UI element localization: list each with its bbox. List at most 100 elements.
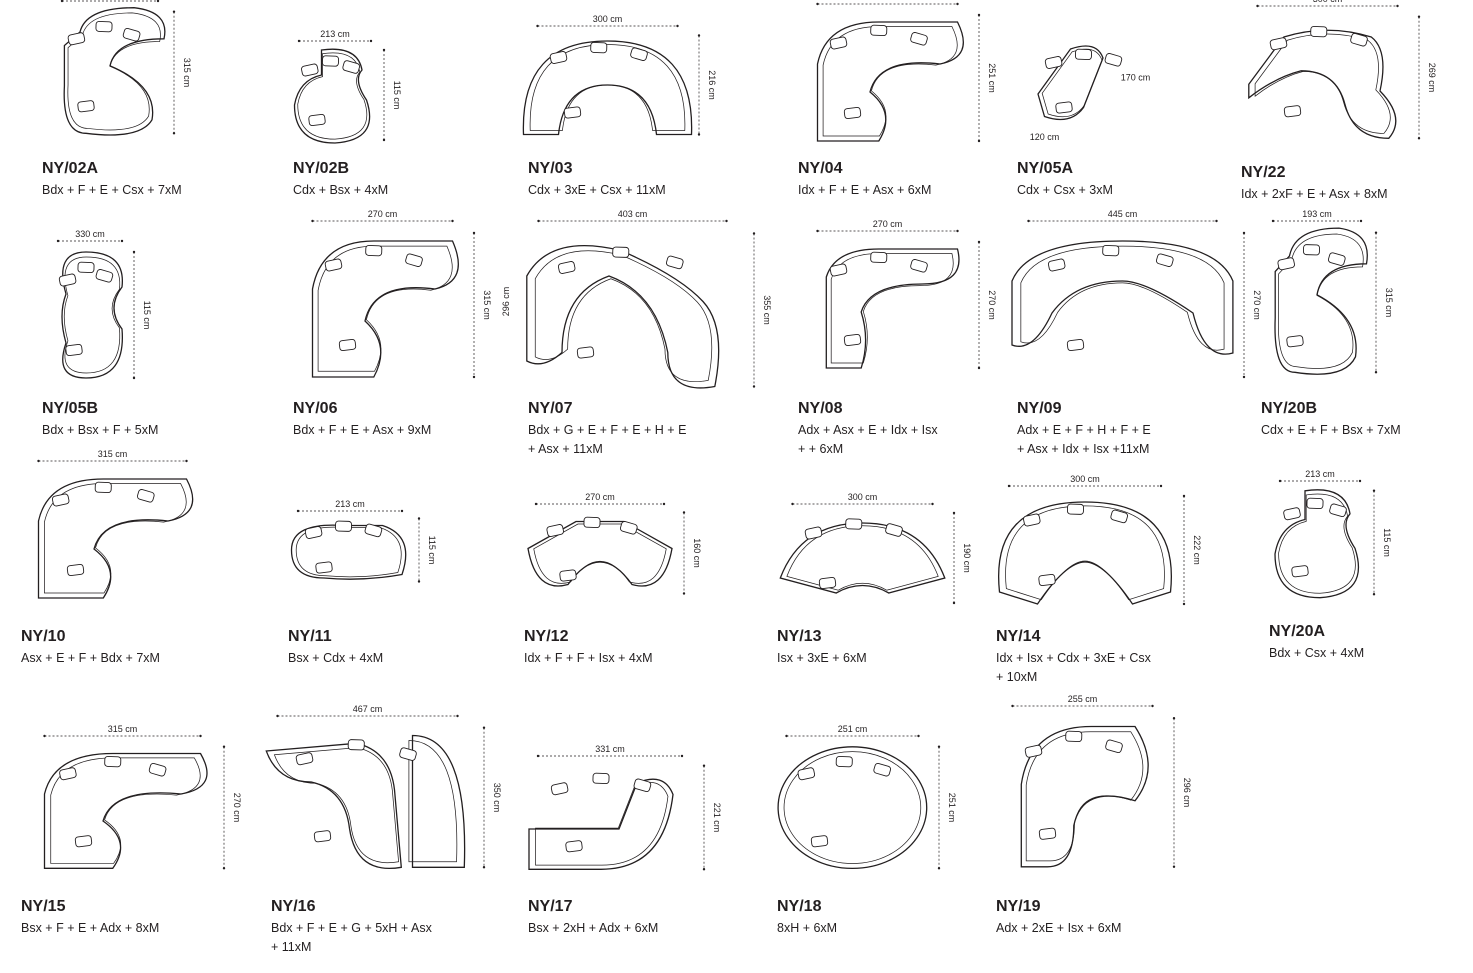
dimension-label: 315 cm bbox=[108, 724, 138, 734]
module-formula: Idx + F + F + Isx + 4xM bbox=[524, 649, 714, 668]
module-formula: Bdx + F + E + Csx + 7xM bbox=[42, 181, 232, 200]
configuration-code: NY/07 bbox=[528, 400, 573, 417]
formula-line: Bsx + 2xH + Adx + 6xM bbox=[528, 921, 659, 935]
dimension-end-dot bbox=[1359, 219, 1363, 223]
dimension-label: 213 cm bbox=[335, 499, 365, 509]
sofa-outline bbox=[1011, 240, 1234, 355]
cushion bbox=[77, 261, 95, 274]
dimension-end-dot bbox=[791, 502, 794, 506]
cushion bbox=[870, 251, 888, 264]
sofa-outline bbox=[527, 520, 673, 587]
cushion bbox=[576, 346, 595, 359]
dimension-end-dot bbox=[702, 868, 706, 871]
module-formula: Bdx + G + E + F + E + H + E+ Asx + 11xM bbox=[528, 421, 718, 459]
dimension-end-dot bbox=[662, 502, 666, 506]
module-formula: Isx + 3xE + 6xM bbox=[777, 649, 967, 668]
module-formula: Cdx + E + F + Bsx + 7xM bbox=[1261, 421, 1451, 440]
module-formula: Adx + E + F + H + F + E+ Asx + Idx + Isx… bbox=[1017, 421, 1207, 459]
module-formula: Adx + Asx + E + Idx + Isx+ + 6xM bbox=[798, 421, 988, 459]
dimension-end-dot bbox=[451, 219, 454, 223]
cushion bbox=[843, 106, 862, 120]
formula-line: Cdx + Bsx + 4xM bbox=[293, 183, 389, 197]
seat-line bbox=[822, 26, 958, 137]
cushion bbox=[804, 526, 823, 540]
formula-line: Cdx + Csx + 3xM bbox=[1017, 183, 1113, 197]
formula-line: Bdx + F + E + Asx + 9xM bbox=[293, 423, 432, 437]
dimension-end-dot bbox=[680, 754, 684, 758]
dimension-end-dot bbox=[1027, 219, 1030, 223]
dimension-end-dot bbox=[977, 366, 981, 370]
configuration-code: NY/13 bbox=[777, 628, 822, 645]
dimension-end-dot bbox=[400, 509, 404, 513]
dimension-end-dot bbox=[697, 133, 701, 136]
dimension-end-dot bbox=[311, 219, 314, 223]
formula-line: Cdx + E + F + Bsx + 7xM bbox=[1261, 423, 1401, 437]
dimension-end-dot bbox=[185, 459, 188, 463]
dimension-end-dot bbox=[417, 580, 421, 583]
sofa-outline bbox=[522, 40, 693, 136]
module-formula: Cdx + 3xE + Csx + 11xM bbox=[528, 181, 718, 200]
cushion bbox=[308, 113, 326, 127]
cushion bbox=[321, 55, 340, 67]
cushion bbox=[364, 523, 383, 538]
cushion bbox=[1327, 252, 1346, 266]
cushion bbox=[1066, 338, 1085, 352]
configuration-code: NY/02B bbox=[293, 160, 350, 177]
cushion bbox=[1302, 244, 1321, 256]
configuration-code: NY/22 bbox=[1241, 164, 1286, 181]
dimension-end-dot bbox=[1372, 593, 1376, 596]
dimension-end-dot bbox=[682, 592, 686, 595]
dimension-label: 213 cm bbox=[1305, 469, 1335, 479]
dimension-end-dot bbox=[956, 2, 959, 6]
cushion bbox=[94, 481, 112, 494]
dimension-end-dot bbox=[536, 24, 539, 28]
dimension-end-dot bbox=[382, 138, 386, 142]
cushion bbox=[1102, 244, 1120, 257]
cushion bbox=[1105, 739, 1123, 754]
seat-line bbox=[50, 757, 201, 864]
dimension-label: 270 cm bbox=[368, 209, 398, 219]
dimension-label: 190 cm bbox=[962, 543, 972, 573]
configuration-code: NY/06 bbox=[293, 400, 338, 417]
dimension-label: 270 cm bbox=[987, 290, 997, 320]
configuration-code: NY/15 bbox=[21, 898, 66, 915]
dimension-label: 251 cm bbox=[987, 63, 997, 93]
dimension-end-dot bbox=[702, 764, 706, 767]
dimension-end-dot bbox=[1172, 865, 1176, 868]
module-formula: 8xH + 6xM bbox=[777, 919, 967, 938]
dimension-end-dot bbox=[56, 239, 60, 243]
dimension-end-dot bbox=[1215, 219, 1218, 223]
cushion bbox=[1065, 730, 1083, 743]
configuration-code: NY/18 bbox=[777, 898, 822, 915]
module-formula: Bdx + F + E + G + 5xH + Asx+ 11xM bbox=[271, 919, 461, 957]
formula-line: 8xH + 6xM bbox=[777, 921, 838, 935]
cushion bbox=[845, 518, 863, 530]
dimension-end-dot bbox=[37, 459, 40, 463]
cushion bbox=[365, 244, 383, 257]
configuration-code: NY/12 bbox=[524, 628, 569, 645]
cushion bbox=[559, 569, 577, 582]
dimension-label: 213 cm bbox=[320, 29, 350, 39]
dimension-label: 270 cm bbox=[1252, 290, 1262, 320]
seat-line bbox=[67, 12, 161, 131]
cushion bbox=[347, 739, 365, 751]
dimension-end-dot bbox=[222, 867, 226, 870]
sofa-plan: 315 cm bbox=[37, 449, 194, 599]
cushion bbox=[1283, 507, 1301, 521]
dimension-label: 115 cm bbox=[1382, 528, 1392, 557]
cushion bbox=[546, 524, 564, 537]
module-formula: Idx + Isx + Cdx + 3xE + Csx+ 10xM bbox=[996, 649, 1186, 687]
cushion bbox=[1104, 53, 1123, 67]
